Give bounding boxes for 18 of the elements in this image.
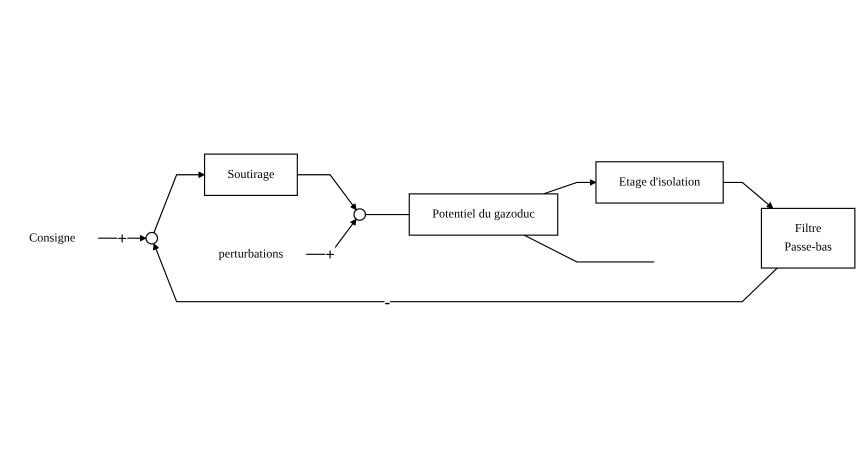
arrow (306, 219, 357, 256)
node-box: Etage d'isolation (595, 161, 724, 204)
edge-label: - (384, 292, 390, 312)
arrow (723, 182, 774, 209)
arrow (153, 172, 205, 234)
edge-label: + (325, 245, 335, 264)
arrow (543, 179, 596, 195)
arrow (297, 174, 357, 211)
node-circle (353, 208, 366, 222)
node-circle (145, 232, 158, 245)
connector (365, 214, 410, 216)
node-box: Soutirage (204, 154, 298, 196)
edge-label: + (117, 228, 127, 248)
node-box: Filtre Passe-bas (760, 208, 856, 269)
node-box: Potentiel du gazoduc (408, 194, 558, 236)
node-text: perturbations (218, 248, 284, 261)
node-text: Consigne (29, 232, 76, 245)
connector (524, 234, 654, 263)
